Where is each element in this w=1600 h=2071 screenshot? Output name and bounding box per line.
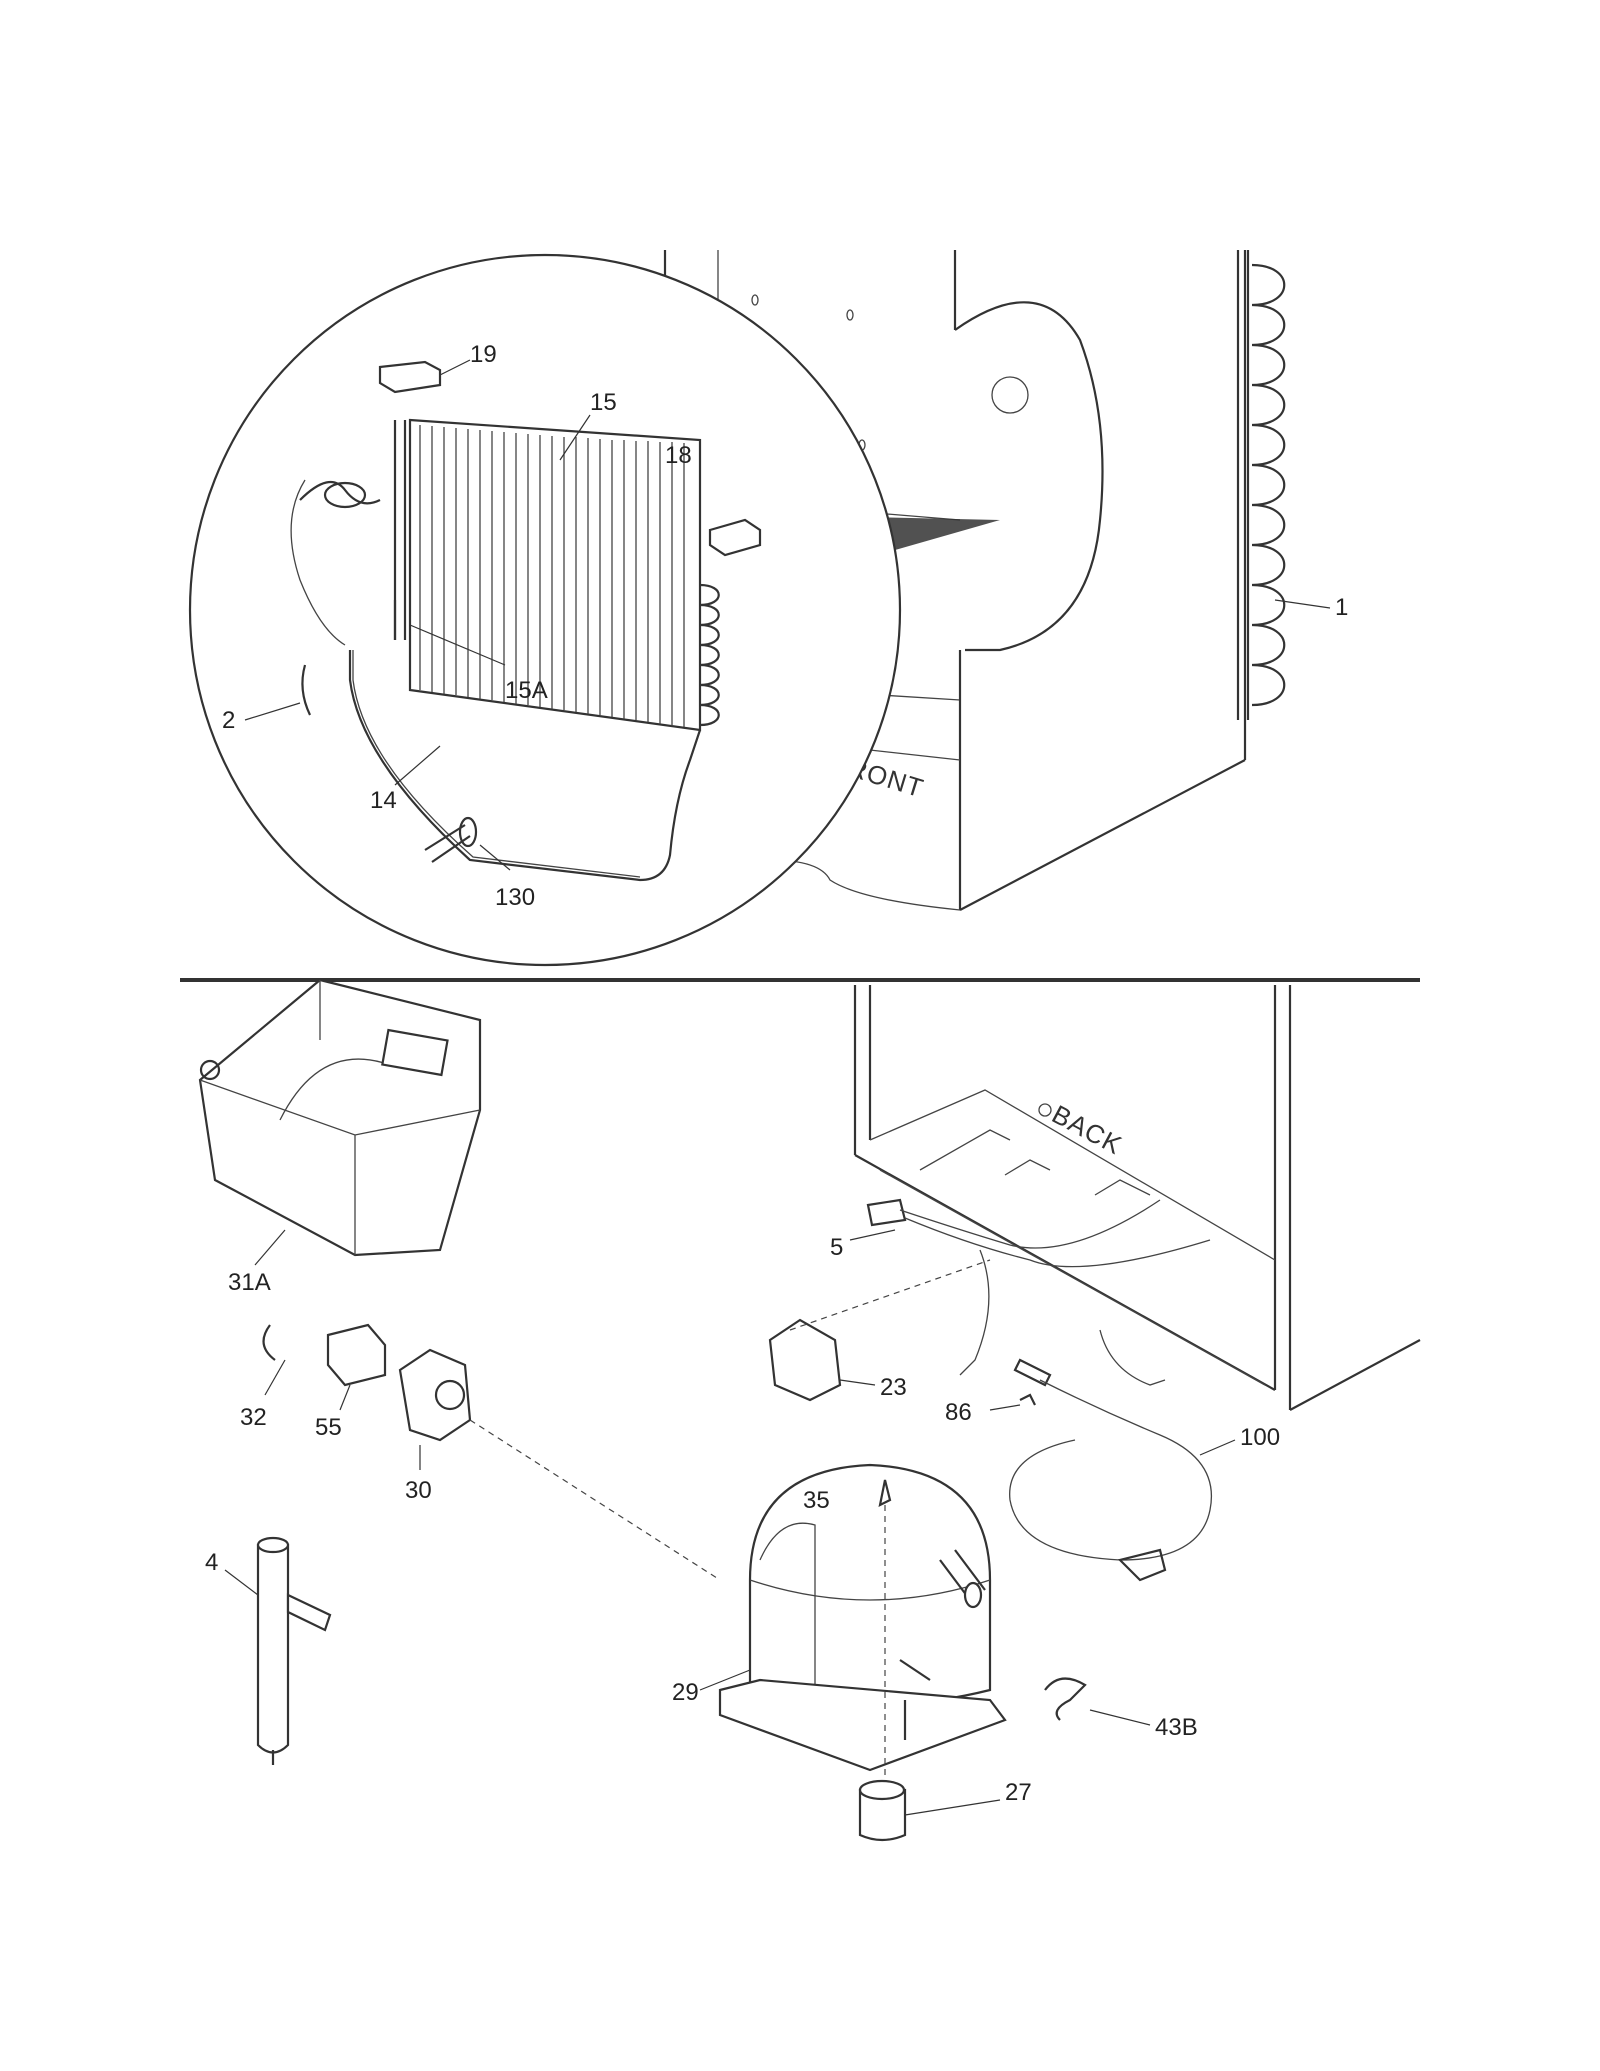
callout-55: 55 [315, 1414, 342, 1441]
relay-parts: 32 55 30 [240, 1323, 721, 1581]
callout-1: 1 [1335, 594, 1348, 621]
defrost-timer: 23 [768, 1259, 991, 1402]
condenser-coil: 1 [1236, 250, 1348, 720]
callout-35: 35 [803, 1487, 830, 1514]
grommet: 27 [858, 1779, 1032, 1842]
callout-23: 23 [880, 1374, 907, 1401]
callout-19: 19 [470, 341, 497, 368]
callout-2: 2 [222, 707, 235, 734]
callout-32: 32 [240, 1404, 267, 1431]
power-cord: 100 86 [945, 1358, 1280, 1582]
filter-drier: 4 [205, 1536, 332, 1765]
callout-27: 27 [1005, 1779, 1032, 1806]
back-label: BACK [1047, 1099, 1127, 1161]
callout-18: 18 [665, 442, 692, 469]
callout-4: 4 [205, 1549, 218, 1576]
callout-130: 130 [495, 884, 535, 911]
callout-86: 86 [945, 1399, 972, 1426]
evaporator-detail-circle: 19 18 15 15A 2 14 130 [188, 253, 902, 967]
callout-5: 5 [830, 1234, 843, 1261]
drain-pan: 31A [198, 978, 482, 1296]
callout-100: 100 [1240, 1424, 1280, 1451]
callout-43B: 43B [1155, 1714, 1198, 1741]
clip: 43B [1044, 1677, 1198, 1741]
callout-15: 15 [590, 389, 617, 416]
callout-30: 30 [405, 1477, 432, 1504]
callout-31A: 31A [228, 1269, 271, 1296]
cabinet-back: BACK [853, 985, 1421, 1411]
callout-29: 29 [672, 1679, 699, 1706]
callout-15A: 15A [505, 677, 548, 704]
callout-14: 14 [370, 787, 397, 814]
compressor: 29 35 [672, 1463, 1007, 1780]
wiring-harness: 5 [830, 1198, 1211, 1386]
